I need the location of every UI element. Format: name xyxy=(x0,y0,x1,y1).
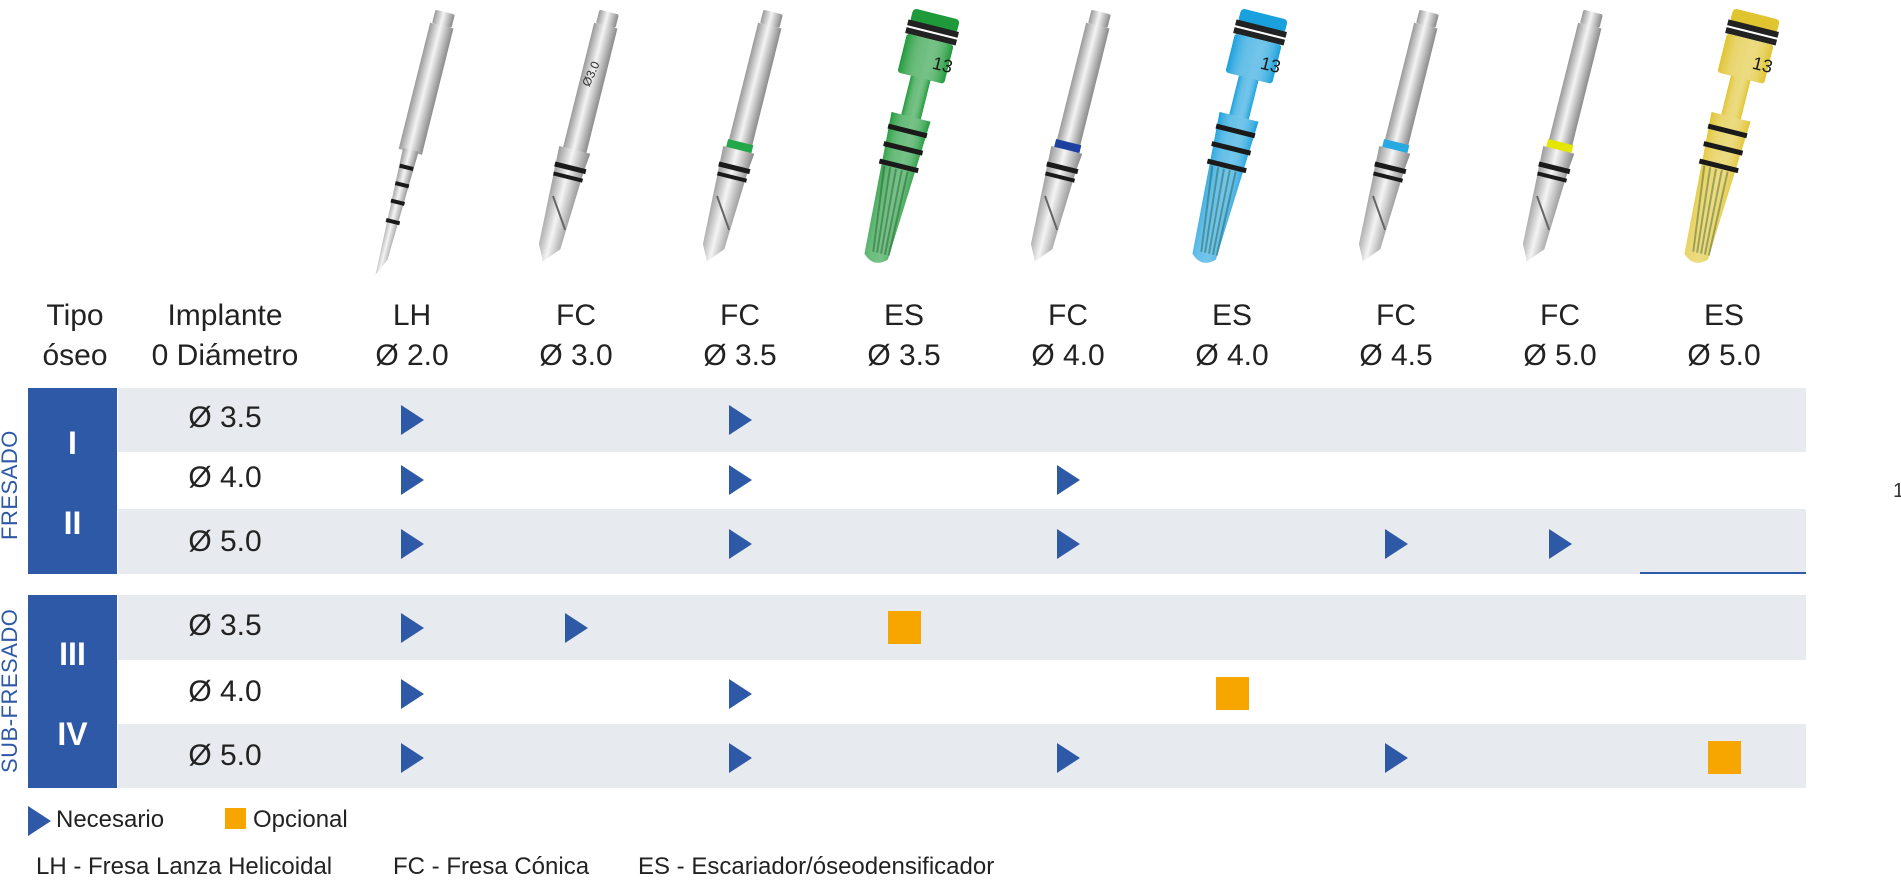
bone-type-block-fresado xyxy=(28,388,117,574)
necesario-marker xyxy=(401,405,424,435)
drill-image xyxy=(670,0,810,290)
column-header: FC Ø 5.0 xyxy=(1490,296,1630,376)
necesario-marker xyxy=(729,529,752,559)
column-header: ES Ø 3.5 xyxy=(834,296,974,376)
legend-opcional-icon xyxy=(225,808,246,829)
column-header: FC Ø 4.5 xyxy=(1326,296,1466,376)
header-tipo-line1: Tipo xyxy=(46,299,104,332)
drill-image: Ø3.0 xyxy=(506,0,646,290)
header-implante-line2: 0 Diámetro xyxy=(151,339,299,372)
necesario-marker xyxy=(1385,529,1408,559)
legend-necesario-icon xyxy=(28,806,51,836)
bone-type-block-subfresado xyxy=(28,595,117,788)
necesario-marker xyxy=(1057,529,1080,559)
opcional-marker xyxy=(1216,677,1249,710)
header-tipo-line2: óseo xyxy=(42,339,108,372)
column-header-diameter: Ø 5.0 xyxy=(1523,339,1597,372)
column-header: FC Ø 4.0 xyxy=(998,296,1138,376)
necesario-marker xyxy=(565,613,588,643)
necesario-marker xyxy=(401,465,424,495)
opcional-marker xyxy=(888,611,921,644)
abbreviation-fc: FC - Fresa Cónica xyxy=(393,853,590,880)
necesario-marker xyxy=(729,743,752,773)
implant-diameter: Ø 5.0 xyxy=(188,739,262,772)
bone-type-III: III xyxy=(59,636,86,672)
table-row xyxy=(118,509,1806,574)
group-label-fresado: FRESADO xyxy=(0,430,22,540)
column-header-code: FC xyxy=(1048,299,1088,332)
bone-type-I: I xyxy=(68,425,77,461)
necesario-marker xyxy=(1057,465,1080,495)
table-row xyxy=(118,660,1806,724)
column-header-code: ES xyxy=(1211,299,1253,332)
column-header-diameter: Ø 3.0 xyxy=(539,339,613,372)
column-header-code: FC xyxy=(720,299,760,332)
header-implante: Implante 0 Diámetro xyxy=(130,296,320,376)
column-header: ES Ø 4.0 xyxy=(1162,296,1302,376)
column-header-diameter: Ø 4.0 xyxy=(1031,339,1105,372)
drill-image xyxy=(1326,0,1466,290)
column-header-code: LH xyxy=(392,299,432,332)
abbreviation-lh: LH - Fresa Lanza Helicoidal xyxy=(36,853,333,880)
necesario-marker xyxy=(729,679,752,709)
drill-image xyxy=(1490,0,1630,290)
column-header-code: ES xyxy=(1703,299,1745,332)
abbreviation-es: ES - Escariador/óseodensificador xyxy=(638,853,995,880)
column-header-diameter: Ø 3.5 xyxy=(703,339,777,372)
column-header-diameter: Ø 5.0 xyxy=(1687,339,1761,372)
necesario-marker xyxy=(401,743,424,773)
reamer-image: 13 xyxy=(834,0,974,290)
reamer-engraving: 13 xyxy=(1258,53,1282,77)
implant-diameter: Ø 3.5 xyxy=(188,609,262,642)
implant-diameter: Ø 4.0 xyxy=(188,675,262,708)
column-header-diameter: Ø 3.5 xyxy=(867,339,941,372)
edge-mark: 1 xyxy=(1893,480,1901,502)
row-divider xyxy=(1640,572,1806,574)
column-header: FC Ø 3.0 xyxy=(506,296,646,376)
implant-diameter: Ø 4.0 xyxy=(188,461,262,494)
column-header-diameter: Ø 4.0 xyxy=(1195,339,1269,372)
column-header: FC Ø 3.5 xyxy=(670,296,810,376)
bone-type-II: II xyxy=(63,505,82,541)
drill-image xyxy=(998,0,1138,290)
column-header: LH Ø 2.0 xyxy=(342,296,482,376)
necesario-marker xyxy=(1057,743,1080,773)
column-header: ES Ø 5.0 xyxy=(1654,296,1794,376)
bone-type-IV: IV xyxy=(57,716,88,752)
table-row xyxy=(118,724,1806,788)
implant-diameter: Ø 3.5 xyxy=(188,401,262,434)
reamer-engraving: 13 xyxy=(1750,53,1774,77)
necesario-marker xyxy=(1549,529,1572,559)
necesario-marker xyxy=(729,465,752,495)
column-header-code: FC xyxy=(556,299,596,332)
drill-image xyxy=(342,0,482,290)
group-label-subfresado: SUB-FRESADO xyxy=(0,608,22,773)
column-header-diameter: Ø 2.0 xyxy=(375,339,449,372)
necesario-marker xyxy=(401,529,424,559)
necesario-marker xyxy=(729,405,752,435)
opcional-marker xyxy=(1708,741,1741,774)
reamer-image: 13 xyxy=(1162,0,1302,290)
legend-necesario-label: Necesario xyxy=(56,806,165,833)
column-header-code: ES xyxy=(883,299,925,332)
necesario-marker xyxy=(401,613,424,643)
table-row xyxy=(118,595,1806,660)
necesario-marker xyxy=(1385,743,1408,773)
column-header-code: FC xyxy=(1540,299,1580,332)
necesario-marker xyxy=(401,679,424,709)
reamer-engraving: 13 xyxy=(930,53,954,77)
table-row xyxy=(118,452,1806,516)
table-row xyxy=(118,388,1806,452)
header-implante-line1: Implante xyxy=(167,299,283,332)
column-header-code: FC xyxy=(1376,299,1416,332)
legend-opcional-label: Opcional xyxy=(253,806,348,833)
header-tipo-oseo: Tipo óseo xyxy=(30,296,120,376)
column-header-diameter: Ø 4.5 xyxy=(1359,339,1433,372)
implant-diameter: Ø 5.0 xyxy=(188,525,262,558)
reamer-image: 13 xyxy=(1654,0,1794,290)
